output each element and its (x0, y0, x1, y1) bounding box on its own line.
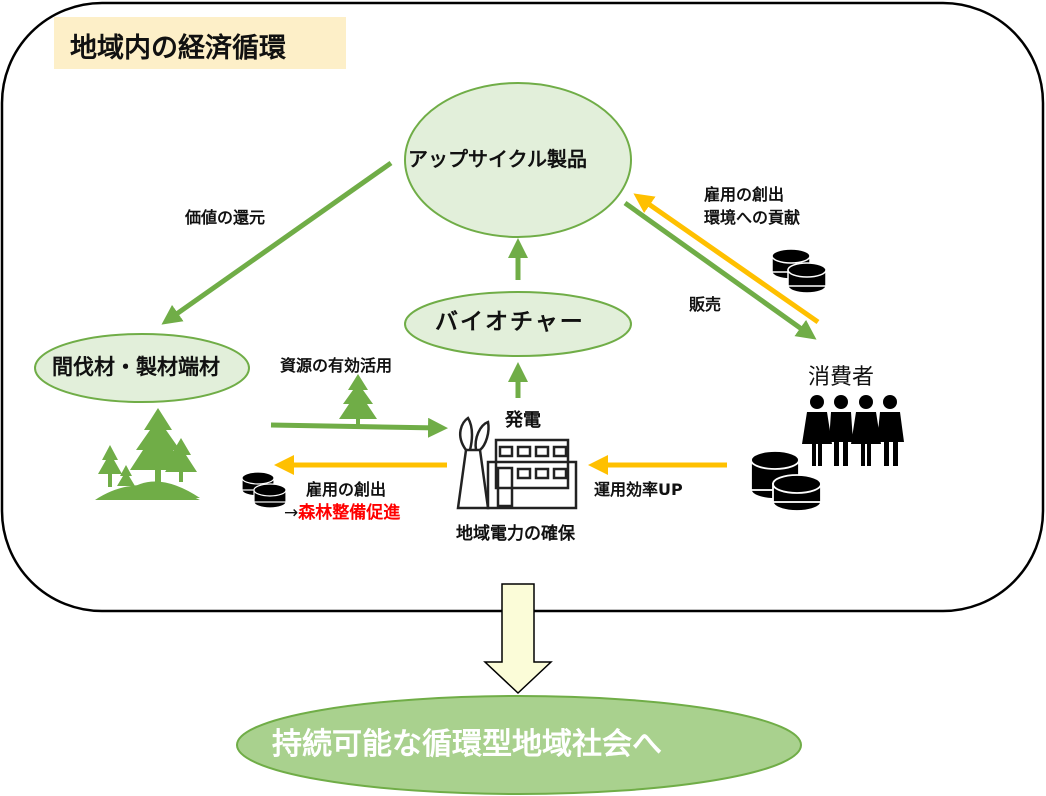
efficiency-label: 運用効率UP (594, 480, 683, 499)
sales-label: 販売 (689, 295, 722, 314)
resource-use-label: 資源の有効活用 (280, 356, 393, 375)
power-plant-label: 発電 (505, 410, 541, 431)
down-arrow (483, 583, 553, 695)
forest-maintenance-text: 森林整備促進 (298, 503, 401, 523)
power-plant-icon (456, 416, 578, 510)
upcycle-node (404, 82, 632, 238)
employment-env-label-1: 雇用の創出 (704, 185, 785, 204)
consumers-label: 消費者 (808, 365, 875, 390)
goal-ellipse (236, 695, 802, 795)
local-power-label: 地域電力の確保 (456, 524, 575, 544)
arrow-glyph: → (284, 503, 299, 523)
employment-forest-label-2: →森林整備促進 (284, 503, 400, 524)
tree-icon (339, 374, 377, 427)
thinned-wood-label: 間伐材・製材端材 (52, 355, 220, 379)
arrow-resource-use (270, 417, 448, 438)
coins-icon (241, 471, 287, 509)
goal-label: 持続可能な循環型地域社会へ (272, 727, 662, 762)
people-icon (802, 395, 904, 466)
biochar-label: バイオチャー (435, 309, 585, 335)
arrow-value-return (161, 160, 393, 325)
thinned-wood-node (34, 333, 250, 403)
employment-forest-label-1: 雇用の創出 (306, 480, 387, 499)
employment-env-label-2: 環境への貢献 (704, 208, 801, 227)
coins-icon (771, 248, 827, 294)
forest-icon (95, 408, 200, 500)
value-return-label: 価値の還元 (185, 208, 266, 227)
upcycle-label: アップサイクル製品 (408, 147, 587, 171)
coins-icon (750, 450, 822, 512)
title-background (54, 17, 346, 69)
arrow-employment-env (633, 193, 820, 325)
diagram-title: 地域内の経済循環 (70, 33, 286, 64)
arrow-sales (623, 200, 817, 340)
biochar-node (404, 291, 632, 357)
